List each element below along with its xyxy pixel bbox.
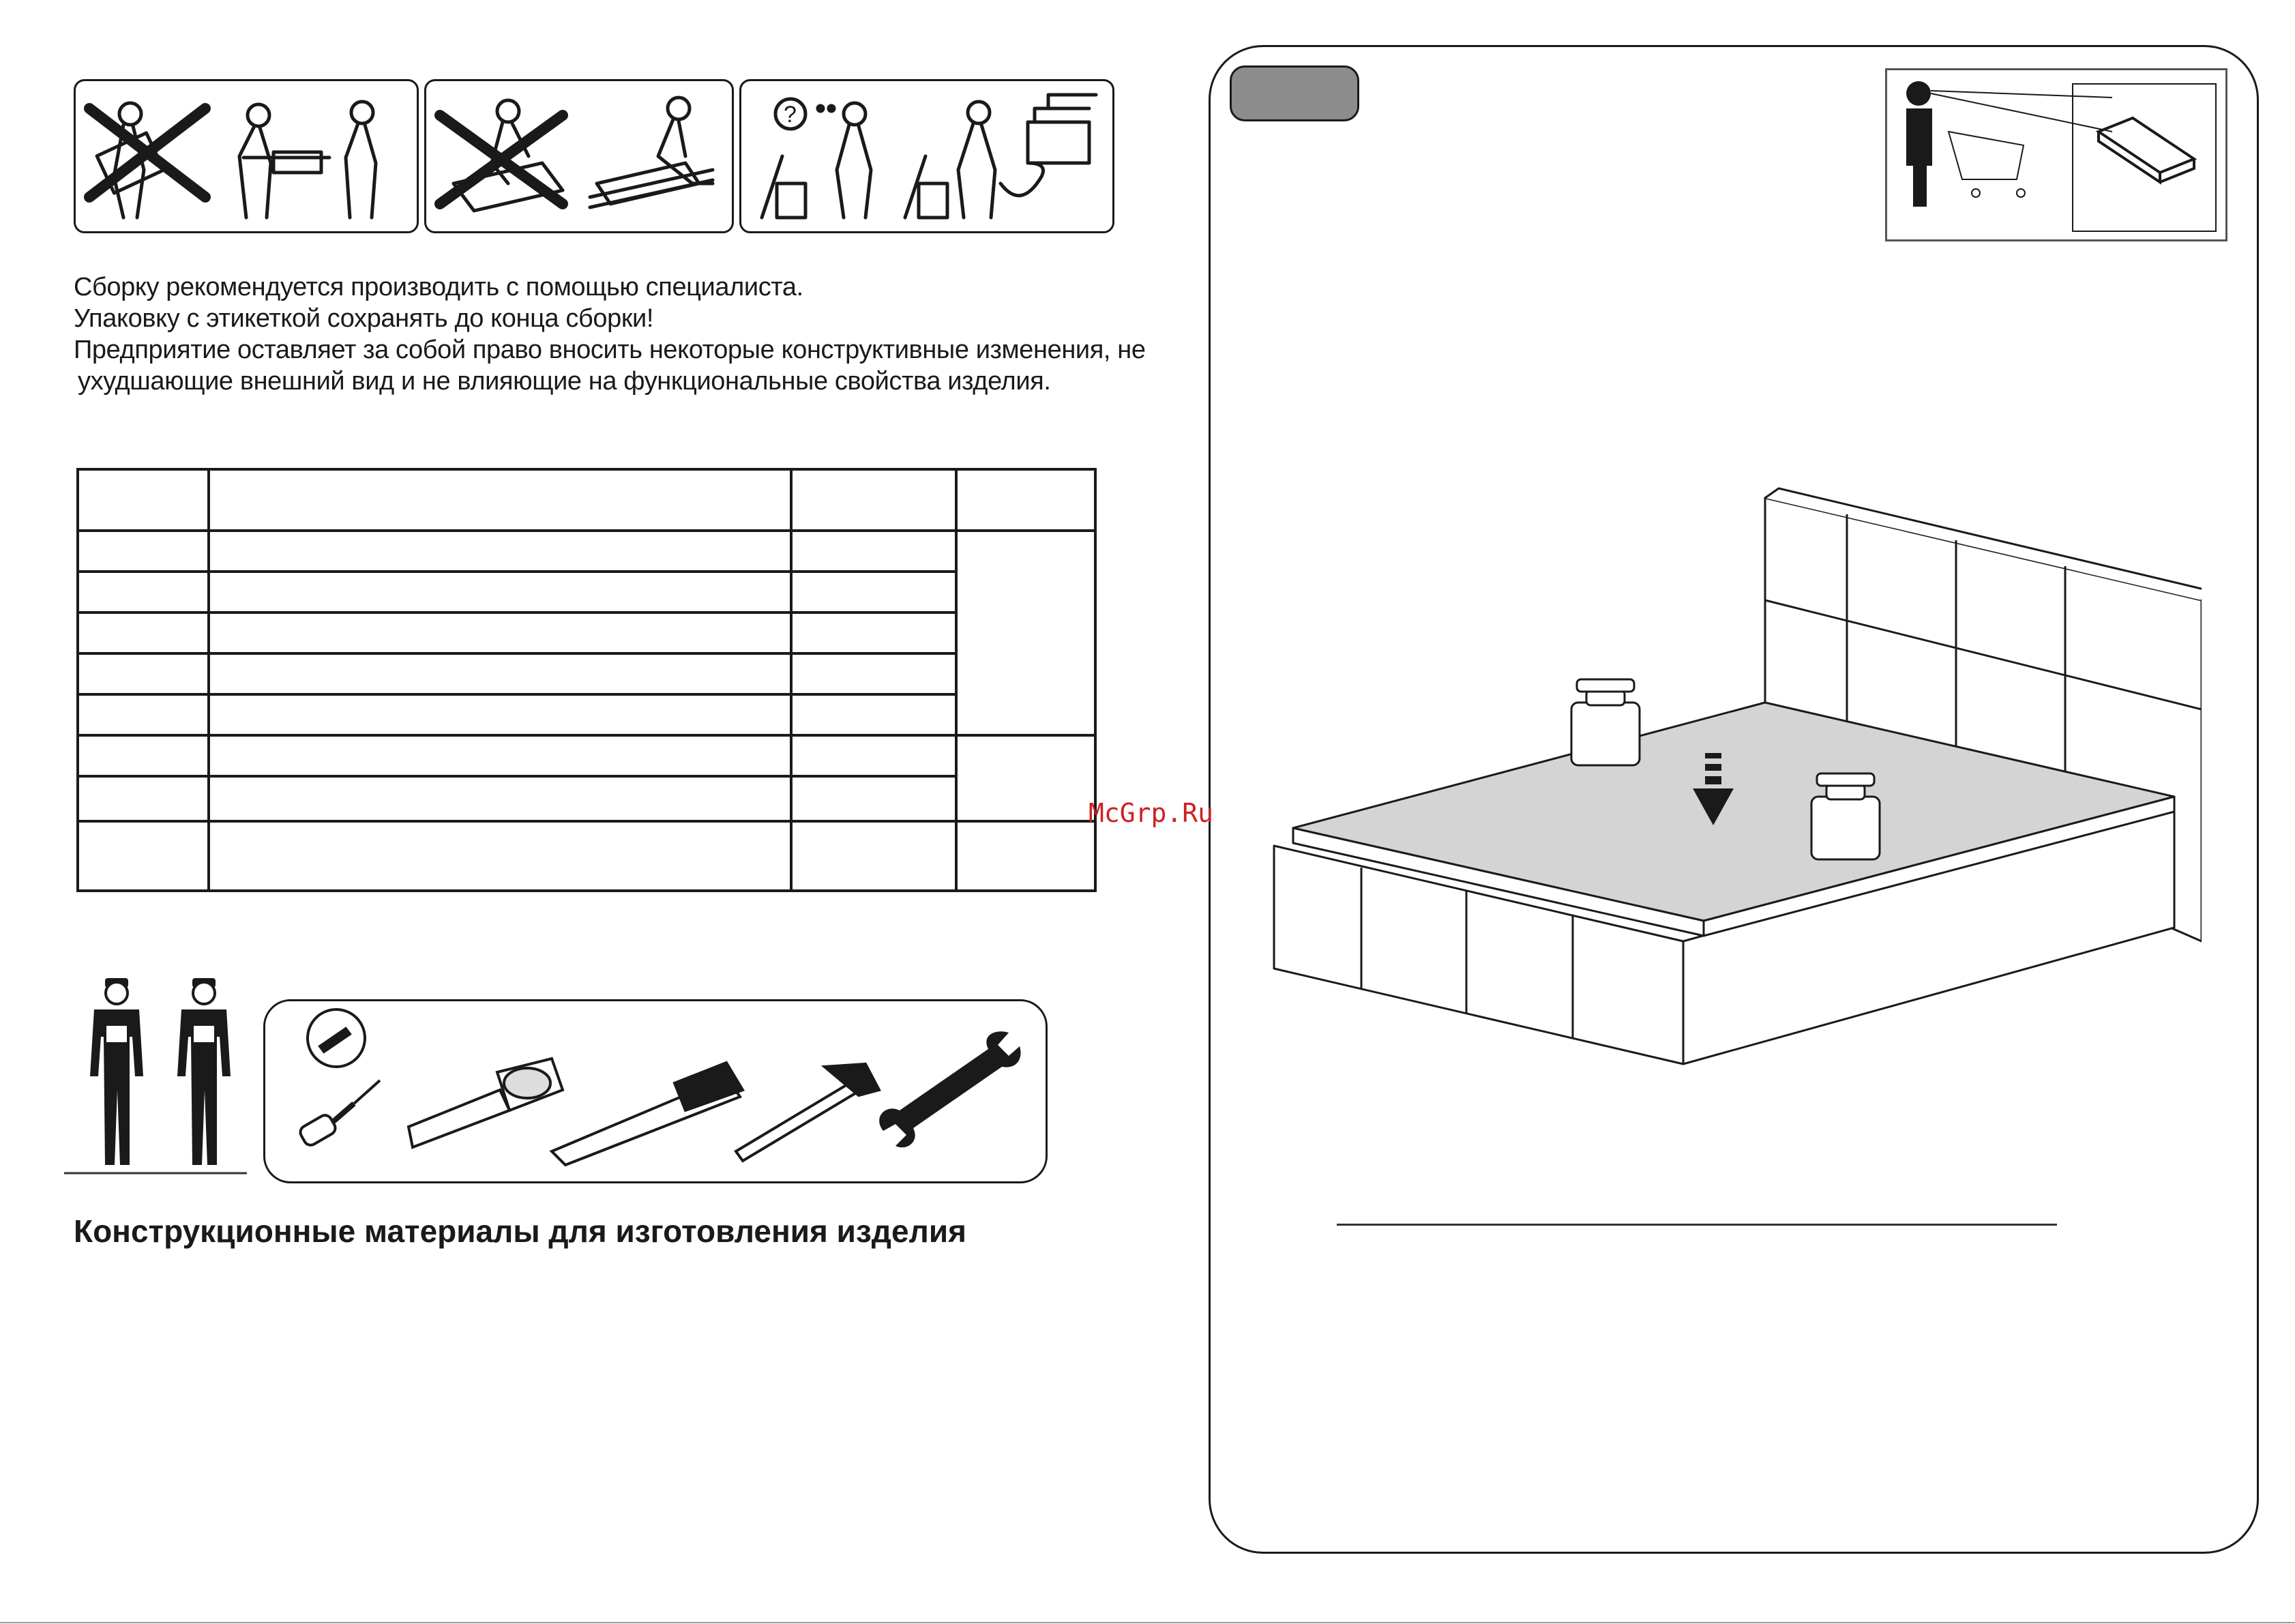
customer-view-box <box>1885 68 2227 241</box>
tape-measure-icon <box>406 1057 565 1149</box>
note-line-2: Упаковку с этикеткой сохранять до конца … <box>74 304 654 333</box>
ask-help-phone-icon: ? <box>760 93 1098 220</box>
wrench-icon <box>879 1031 1021 1148</box>
pictogram-carry-together <box>74 79 419 233</box>
pictogram-ask-help: ? <box>739 79 1114 233</box>
screwdriver-icon <box>299 1079 381 1147</box>
watermark: McGrp.Ru <box>1089 798 1214 828</box>
hammer-icon <box>734 1062 881 1163</box>
note-line-1: Сборку рекомендуется производить с помощ… <box>74 273 803 301</box>
assembly-notes: Сборку рекомендуется производить с помощ… <box>74 271 1146 397</box>
parts-table <box>76 468 1097 892</box>
pictogram-unpack-soft-surface <box>424 79 734 233</box>
caption-divider <box>1337 1224 2057 1226</box>
customer-view-icon <box>1906 81 2217 232</box>
svg-text:?: ? <box>784 102 797 128</box>
step-number-tab <box>1230 65 1359 121</box>
note-line-4: ухудшающие внешний вид и не влияющие на … <box>78 367 1051 396</box>
materials-title: Конструкционные материалы для изготовлен… <box>74 1213 966 1249</box>
required-tools <box>263 999 1048 1183</box>
bed-illustration <box>1260 477 2202 1078</box>
page-bottom-rule <box>0 1622 2295 1623</box>
bed-with-weights-icon <box>1273 487 2202 1065</box>
two-workers <box>64 974 247 1176</box>
utility-knife-icon <box>549 1061 745 1167</box>
note-line-3: Предприятие оставляет за собой право вно… <box>74 336 1146 364</box>
two-workers-icon <box>64 978 247 1175</box>
parts-table-grid <box>76 468 1097 892</box>
screwdriver-bits-icon <box>306 1008 366 1068</box>
unpack-on-soft-surface-icon <box>434 95 715 213</box>
tools-icon-group <box>299 1008 1021 1167</box>
carry-together-icon <box>84 100 378 220</box>
right-page-frame <box>1209 45 2259 1554</box>
